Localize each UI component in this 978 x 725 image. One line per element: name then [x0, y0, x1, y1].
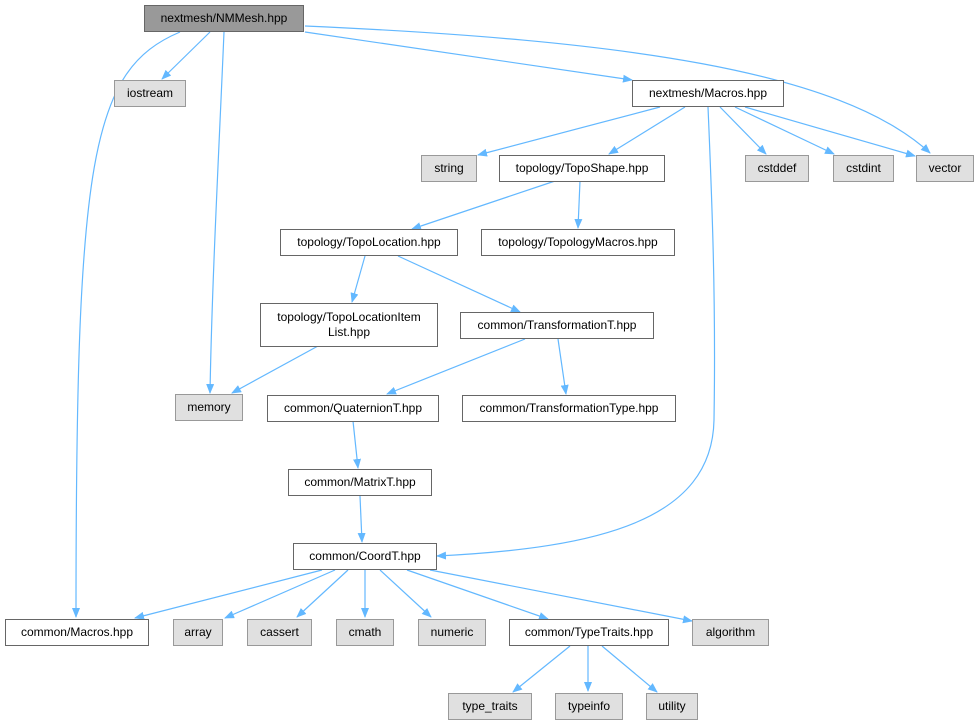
- edge-macros-string: [477, 106, 661, 157]
- edge-typetraits-type-traits: [512, 645, 571, 693]
- edge-itemlist-memory: [231, 345, 319, 394]
- edge-macros-cstdint: [734, 106, 835, 155]
- edge-coordt-common-macros: [134, 569, 323, 620]
- edge-coordt-cassert: [296, 569, 349, 618]
- edge-topolocation-itemlist: [350, 255, 366, 303]
- node-type-traits[interactable]: type_traits: [448, 693, 532, 720]
- edge-typetraits-utility: [601, 645, 658, 693]
- node-iostream[interactable]: iostream: [114, 80, 186, 107]
- node-transformationtype-hpp[interactable]: common/TransformationType.hpp: [462, 395, 676, 422]
- node-nmmesh-hpp[interactable]: nextmesh/NMMesh.hpp: [144, 5, 304, 32]
- node-topologymacros-hpp[interactable]: topology/TopologyMacros.hpp: [481, 229, 675, 256]
- edge-coordt-numeric: [379, 569, 432, 618]
- edge-nmmesh-vector: [304, 25, 931, 154]
- edge-macros-vector: [744, 106, 916, 158]
- node-cstddef[interactable]: cstddef: [745, 155, 809, 182]
- edge-coordt-algorithm: [429, 569, 693, 624]
- edge-nmmesh-macros: [304, 31, 633, 83]
- node-coordt-hpp[interactable]: common/CoordT.hpp: [293, 543, 437, 570]
- edge-coordt-typetraits: [406, 569, 549, 620]
- edge-macros-cstddef: [719, 106, 767, 155]
- edge-toposhape-topologymacros: [574, 180, 583, 229]
- node-topolocationitemlist-hpp[interactable]: topology/TopoLocationItem List.hpp: [260, 303, 438, 347]
- node-cmath[interactable]: cmath: [336, 619, 394, 646]
- node-cstdint[interactable]: cstdint: [833, 155, 894, 182]
- edge-transformationt-transformationtype: [557, 338, 569, 395]
- node-matrixt-hpp[interactable]: common/MatrixT.hpp: [288, 469, 432, 496]
- node-typeinfo[interactable]: typeinfo: [555, 693, 623, 720]
- node-quaterniont-hpp[interactable]: common/QuaternionT.hpp: [267, 395, 439, 422]
- edge-macros-toposhape: [608, 106, 686, 155]
- edge-coordt-array: [224, 569, 336, 619]
- node-memory[interactable]: memory: [175, 394, 243, 421]
- edge-nmmesh-common-macros: [72, 31, 181, 618]
- edge-matrixt-coordt: [357, 495, 366, 543]
- node-nextmesh-macros-hpp[interactable]: nextmesh/Macros.hpp: [632, 80, 784, 107]
- edge-toposhape-topolocation: [411, 180, 556, 230]
- node-transformationt-hpp[interactable]: common/TransformationT.hpp: [460, 312, 654, 339]
- node-common-macros-hpp[interactable]: common/Macros.hpp: [5, 619, 149, 646]
- edge-macros-coordt: [436, 106, 716, 560]
- edge-transformationt-quaterniont: [386, 338, 526, 395]
- edge-quaterniont-matrixt: [352, 420, 362, 469]
- edge-nmmesh-iostream: [161, 31, 211, 80]
- node-string[interactable]: string: [421, 155, 477, 182]
- edge-nmmesh-memory: [206, 31, 225, 394]
- node-typetraits-hpp[interactable]: common/TypeTraits.hpp: [509, 619, 669, 646]
- edge-topolocation-transformationt: [397, 255, 521, 313]
- node-utility[interactable]: utility: [646, 693, 698, 720]
- node-vector[interactable]: vector: [916, 155, 974, 182]
- node-numeric[interactable]: numeric: [418, 619, 486, 646]
- node-cassert[interactable]: cassert: [247, 619, 312, 646]
- node-algorithm[interactable]: algorithm: [692, 619, 769, 646]
- node-array[interactable]: array: [173, 619, 223, 646]
- node-topolocation-hpp[interactable]: topology/TopoLocation.hpp: [280, 229, 458, 256]
- node-toposhape-hpp[interactable]: topology/TopoShape.hpp: [499, 155, 665, 182]
